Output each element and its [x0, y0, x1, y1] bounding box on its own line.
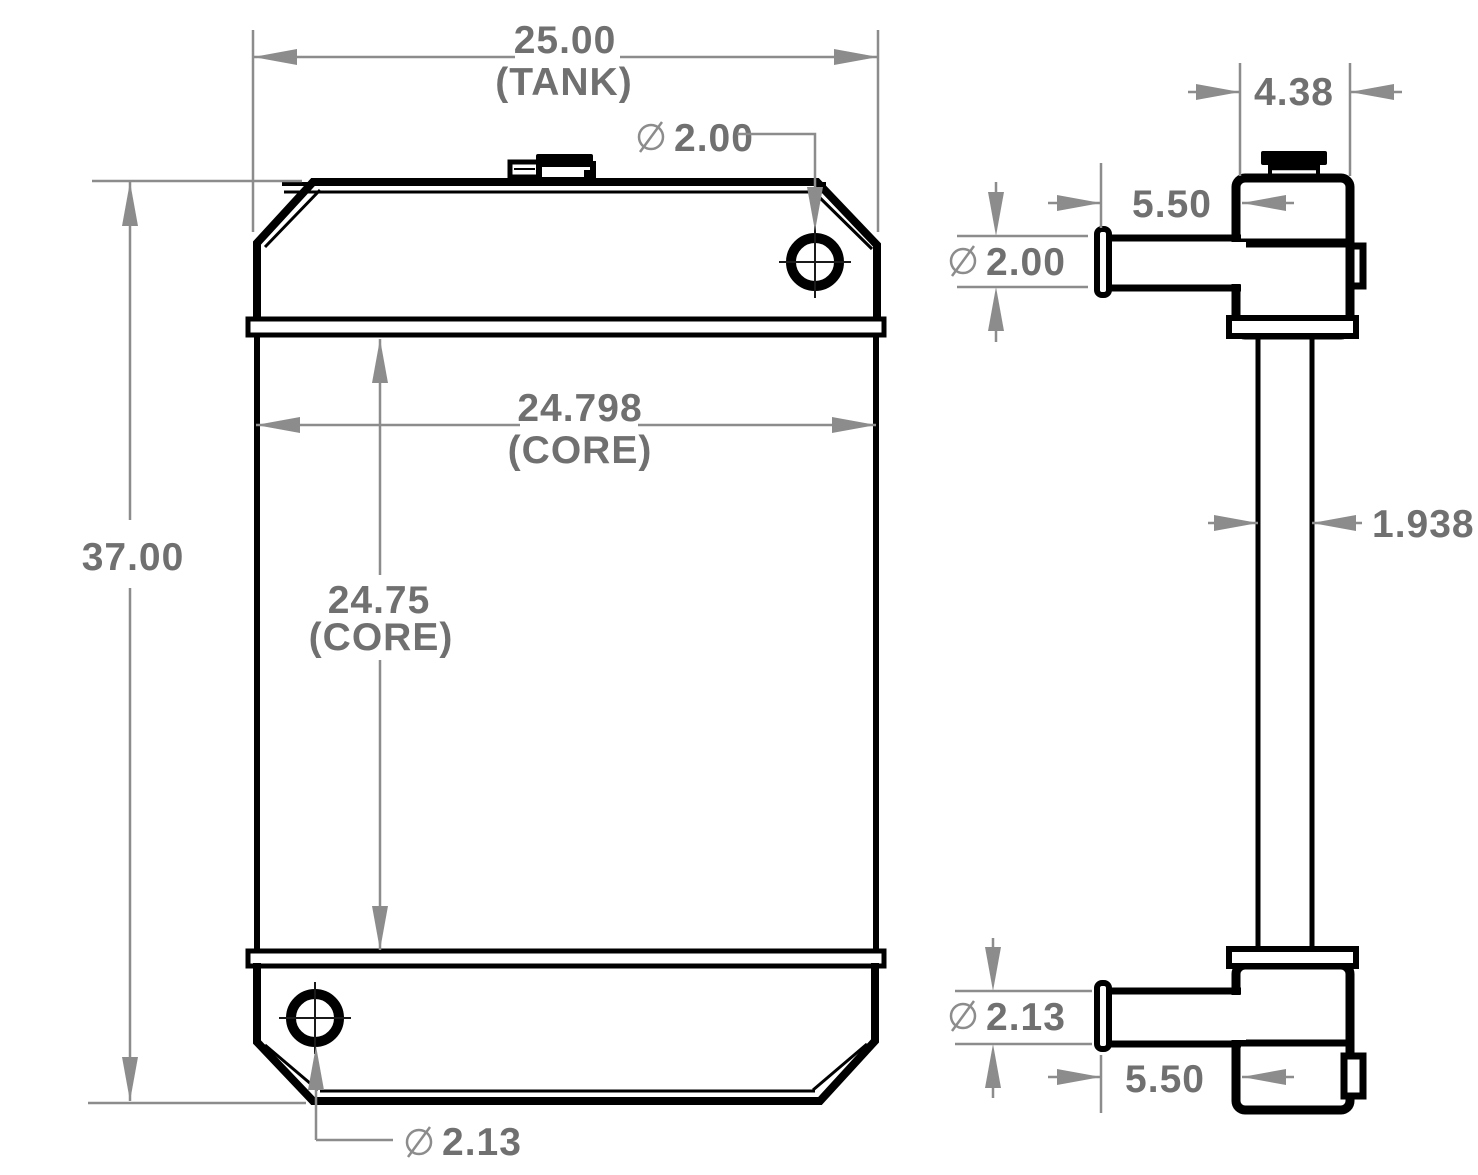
dim-core-width: 24.798 (CORE): [256, 387, 876, 472]
leader-inlet-hole-dia: 2.00: [637, 117, 823, 231]
diameter-icon: [949, 247, 977, 275]
dim-core-height: 24.75 (CORE): [309, 339, 454, 950]
filler-cap: [507, 154, 596, 183]
bottom-header-strip: [245, 948, 887, 969]
dim-core-width-value: 24.798: [517, 387, 642, 430]
dim-core-height-value: 24.75: [328, 579, 431, 622]
drain-hole: [279, 982, 351, 1054]
dim-tank-width: 25.00 (TANK): [251, 19, 880, 232]
dim-outlet-dia: 2.13: [949, 938, 1092, 1098]
dim-tank-depth-value: 4.38: [1254, 71, 1334, 114]
dim-overall-height: 37.00: [82, 179, 306, 1105]
leader-drain-hole-dia-value: 2.13: [442, 1121, 522, 1164]
side-bottom-tank: [1226, 946, 1359, 1115]
dim-tank-width-label: (TANK): [495, 61, 632, 104]
dim-outlet-dia-value: 2.13: [986, 996, 1066, 1039]
top-header-strip: [245, 316, 887, 338]
diameter-icon: [949, 1002, 977, 1030]
side-outlet-tube: [1094, 980, 1246, 1052]
dim-tank-depth: 4.38: [1188, 63, 1402, 176]
bottom-tank-outline: [253, 963, 879, 1105]
dim-outlet-length-bottom-value: 5.50: [1125, 1058, 1205, 1101]
dim-core-width-label: (CORE): [508, 429, 653, 472]
front-view: 25.00 (TANK) 37.00 24.798 (CORE): [82, 19, 887, 1164]
dim-tank-width-value: 25.00: [514, 19, 617, 62]
side-inlet-tube: [1094, 226, 1246, 298]
dim-inlet-dia: 2.00: [949, 182, 1088, 342]
dim-core-height-label: (CORE): [309, 616, 454, 659]
diameter-icon: [637, 123, 665, 151]
side-view: 4.38 5.50 2.00: [949, 63, 1475, 1115]
leader-drain-hole-dia: 2.13: [308, 1046, 522, 1164]
dim-core-thickness-value: 1.938: [1372, 503, 1475, 546]
diameter-icon: [405, 1128, 433, 1156]
side-top-flange: [1226, 315, 1359, 339]
inlet-hole: [779, 226, 851, 298]
top-tank-outline: [253, 178, 881, 322]
dim-inlet-length-top: 5.50: [1048, 163, 1294, 228]
leader-inlet-hole-dia-value: 2.00: [674, 117, 754, 160]
dim-overall-height-value: 37.00: [82, 536, 185, 579]
dim-inlet-dia-value: 2.00: [986, 241, 1066, 284]
dim-outlet-length-bottom: 5.50: [1048, 1055, 1294, 1113]
dim-inlet-length-top-value: 5.50: [1132, 183, 1212, 226]
dim-core-thickness: 1.938: [1208, 503, 1475, 546]
side-mounting-tab-bottom: [1340, 1052, 1367, 1100]
side-bottom-flange: [1226, 946, 1359, 969]
